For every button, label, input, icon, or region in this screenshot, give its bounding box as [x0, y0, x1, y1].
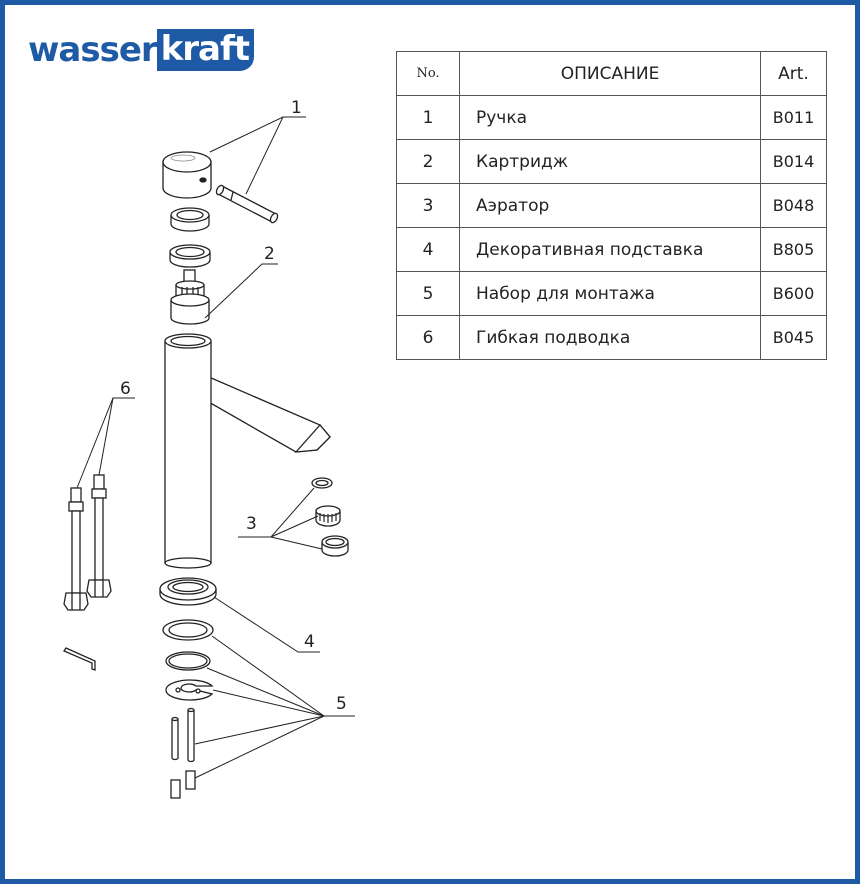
brand-logo-badge: kraft — [156, 29, 255, 71]
o-ring-part — [165, 651, 211, 671]
cartridge-part — [170, 269, 210, 325]
ring-part — [170, 207, 210, 232]
nut-part — [169, 244, 211, 268]
leader-lines — [76, 116, 355, 779]
callout-2: 2 — [264, 244, 275, 264]
aerator-housing-part — [321, 535, 349, 557]
parts-table: No. ОПИСАНИЕ Art. 1 Ручка B011 2 Картрид… — [396, 51, 827, 360]
gasket-part — [162, 619, 214, 641]
table-row: 1 Ручка B011 — [396, 95, 827, 140]
handle-part — [162, 151, 212, 199]
row-no: 4 — [396, 227, 460, 272]
row-art: B045 — [760, 315, 827, 360]
row-art: B048 — [760, 183, 827, 228]
brand-logo-text: wasser — [28, 30, 158, 70]
callout-6: 6 — [120, 379, 131, 399]
flexible-hose-part — [63, 474, 112, 611]
callout-5: 5 — [336, 694, 347, 714]
row-art: B011 — [760, 95, 827, 140]
row-description: Аэратор — [459, 183, 761, 228]
decorative-base-part — [159, 577, 217, 606]
table-row: 6 Гибкая подводка B045 — [396, 315, 827, 360]
faucet-body-part — [164, 333, 212, 569]
aerator-insert-part — [315, 505, 341, 527]
row-no: 3 — [396, 183, 460, 228]
washer-part — [165, 679, 214, 701]
header-art: Art. — [760, 51, 827, 96]
callout-1: 1 — [291, 98, 302, 118]
spout-part — [192, 370, 331, 453]
row-art: B014 — [760, 139, 827, 184]
handle-pin-part — [215, 184, 279, 224]
row-art: B805 — [760, 227, 827, 272]
row-no: 6 — [396, 315, 460, 360]
table-row: 3 Аэратор B048 — [396, 183, 827, 228]
hex-key-part — [63, 647, 96, 671]
aerator-gasket-part — [311, 477, 333, 489]
nut-stud-part — [170, 770, 196, 799]
header-description: ОПИСАНИЕ — [459, 51, 761, 96]
callout-4: 4 — [304, 632, 315, 652]
row-description: Ручка — [459, 95, 761, 140]
threaded-rod-part — [171, 707, 195, 763]
callout-3: 3 — [246, 514, 257, 534]
row-art: B600 — [760, 271, 827, 316]
table-row: 4 Декоративная подставка B805 — [396, 227, 827, 272]
row-description: Гибкая подводка — [459, 315, 761, 360]
